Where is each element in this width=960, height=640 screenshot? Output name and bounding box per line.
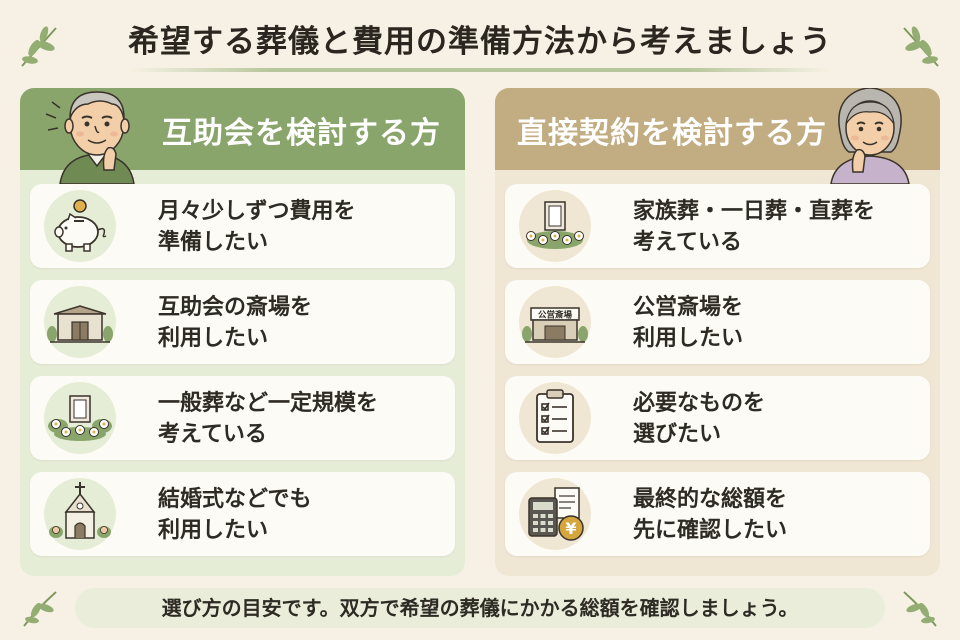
- list-item: 公営斎場 公営斎場を 利用したい: [505, 280, 930, 364]
- icon-circle: [44, 382, 116, 454]
- leaf-decoration-icon: [21, 26, 57, 67]
- leaf-decoration-icon: [903, 591, 937, 627]
- elderly-woman-avatar-icon: [830, 88, 910, 184]
- icon-circle: [44, 190, 116, 262]
- direct-contract-heading: 直接契約を検討する方: [517, 116, 827, 151]
- icon-circle: [519, 382, 591, 454]
- direct-contract-panel: 直接契約を検討する方: [495, 88, 940, 576]
- icon-circle: [44, 478, 116, 550]
- mutual-aid-panel-header: 互助会を検討する方: [20, 88, 465, 184]
- mutual-aid-panel: 互助会を検討する方 月々少しずつ費用を 準備したい: [20, 88, 465, 576]
- icon-circle: [519, 190, 591, 262]
- funeral-hall-icon: [47, 305, 113, 343]
- card-line-1: 公営斎場を: [633, 295, 744, 320]
- list-item: 結婚式などでも 利用したい: [30, 472, 455, 556]
- piggy-bank-icon: [54, 199, 107, 252]
- icon-circle: 公営斎場: [519, 286, 591, 358]
- card-line-1: 一般葬など一定規模を: [158, 391, 379, 416]
- title-underline: [130, 68, 830, 72]
- flower-altar-icon: [48, 395, 112, 441]
- icon-circle: ¥: [519, 478, 591, 550]
- mutual-aid-heading: 互助会を検討する方: [162, 116, 441, 151]
- card-line-2: 利用したい: [633, 326, 744, 351]
- card-line-2: 先に確認したい: [633, 518, 788, 543]
- public-hall-icon: 公営斎場: [522, 307, 588, 343]
- public-hall-sign: 公営斎場: [538, 310, 573, 321]
- leaf-decoration-icon: [23, 591, 57, 627]
- card-line-2: 準備したい: [158, 230, 269, 255]
- card-line-2: 利用したい: [158, 518, 269, 543]
- list-item: 一般葬など一定規模を 考えている: [30, 376, 455, 460]
- card-line-1: 月々少しずつ費用を: [158, 199, 356, 224]
- card-line-2: 考えている: [158, 422, 267, 447]
- calculator-yen-icon: ¥: [528, 487, 584, 541]
- card-line-1: 必要なものを: [633, 391, 766, 416]
- small-altar-icon: [526, 201, 584, 249]
- page-title: 希望する葬儀と費用の準備方法から考えましょう: [128, 24, 832, 60]
- yen-symbol: ¥: [565, 519, 576, 538]
- list-item: ¥ 最終的な総額を 先に確認したい: [505, 472, 930, 556]
- card-line-1: 家族葬・一日葬・直葬を: [633, 199, 876, 224]
- direct-contract-panel-header: 直接契約を検討する方: [495, 88, 940, 184]
- checklist-icon: [536, 389, 574, 443]
- elderly-man-avatar-icon: [45, 91, 135, 184]
- chapel-icon: [49, 482, 111, 539]
- icon-circle: [44, 286, 116, 358]
- list-item: 月々少しずつ費用を 準備したい: [30, 184, 455, 268]
- card-line-2: 利用したい: [158, 326, 269, 351]
- card-line-2: 考えている: [633, 230, 742, 255]
- card-line-1: 最終的な総額を: [633, 487, 788, 512]
- list-item: 互助会の斎場を 利用したい: [30, 280, 455, 364]
- leaf-decoration-icon: [903, 26, 939, 67]
- card-line-2: 選びたい: [633, 422, 722, 447]
- footer-note: 選び方の目安です。双方で希望の葬儀にかかる総額を確認しましょう。: [75, 588, 885, 628]
- list-item: 家族葬・一日葬・直葬を 考えている: [505, 184, 930, 268]
- list-item: 必要なものを 選びたい: [505, 376, 930, 460]
- card-line-1: 互助会の斎場を: [158, 295, 313, 320]
- card-line-1: 結婚式などでも: [158, 487, 312, 512]
